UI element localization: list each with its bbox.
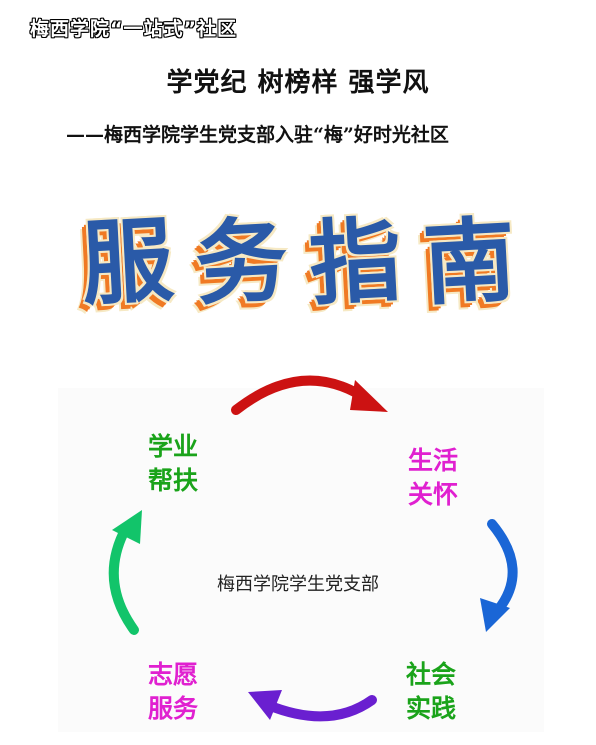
page-title: 学党纪 树榜样 强学风: [166, 68, 430, 98]
cycle-diagram-background: [58, 388, 544, 732]
arrow-left-head-icon: [112, 510, 142, 544]
arrow-top-head-icon: [350, 380, 388, 412]
node-volunteer-line1: 志愿: [148, 660, 199, 689]
center-label: 梅西学院学生党支部: [217, 574, 379, 595]
node-life-line1: 生活: [408, 446, 459, 475]
node-social-practice: 社会 实践: [406, 658, 456, 726]
node-practice-line2: 实践: [406, 694, 457, 723]
arrow-top-icon: [231, 375, 365, 415]
node-practice-line1: 社会: [406, 660, 457, 689]
node-study-line1: 学业: [148, 432, 199, 461]
arrow-right-icon: [487, 519, 518, 615]
page-subtitle: ——梅西学院学生党支部入驻“梅”好时光社区: [66, 124, 449, 146]
node-volunteer-service: 志愿 服务: [148, 658, 198, 726]
node-life-care: 生活 关怀: [408, 444, 458, 512]
arrow-left-icon: [108, 523, 139, 635]
header-tag: 梅西学院“一站式”社区: [30, 18, 237, 40]
arrow-bottom-head-icon: [248, 690, 282, 720]
arrow-bottom-icon: [263, 695, 377, 722]
arrow-right-head-icon: [480, 598, 510, 632]
node-study-support: 学业 帮扶: [148, 430, 198, 498]
node-study-line2: 帮扶: [148, 466, 199, 495]
node-volunteer-line2: 服务: [148, 694, 199, 723]
node-life-line2: 关怀: [408, 480, 459, 509]
